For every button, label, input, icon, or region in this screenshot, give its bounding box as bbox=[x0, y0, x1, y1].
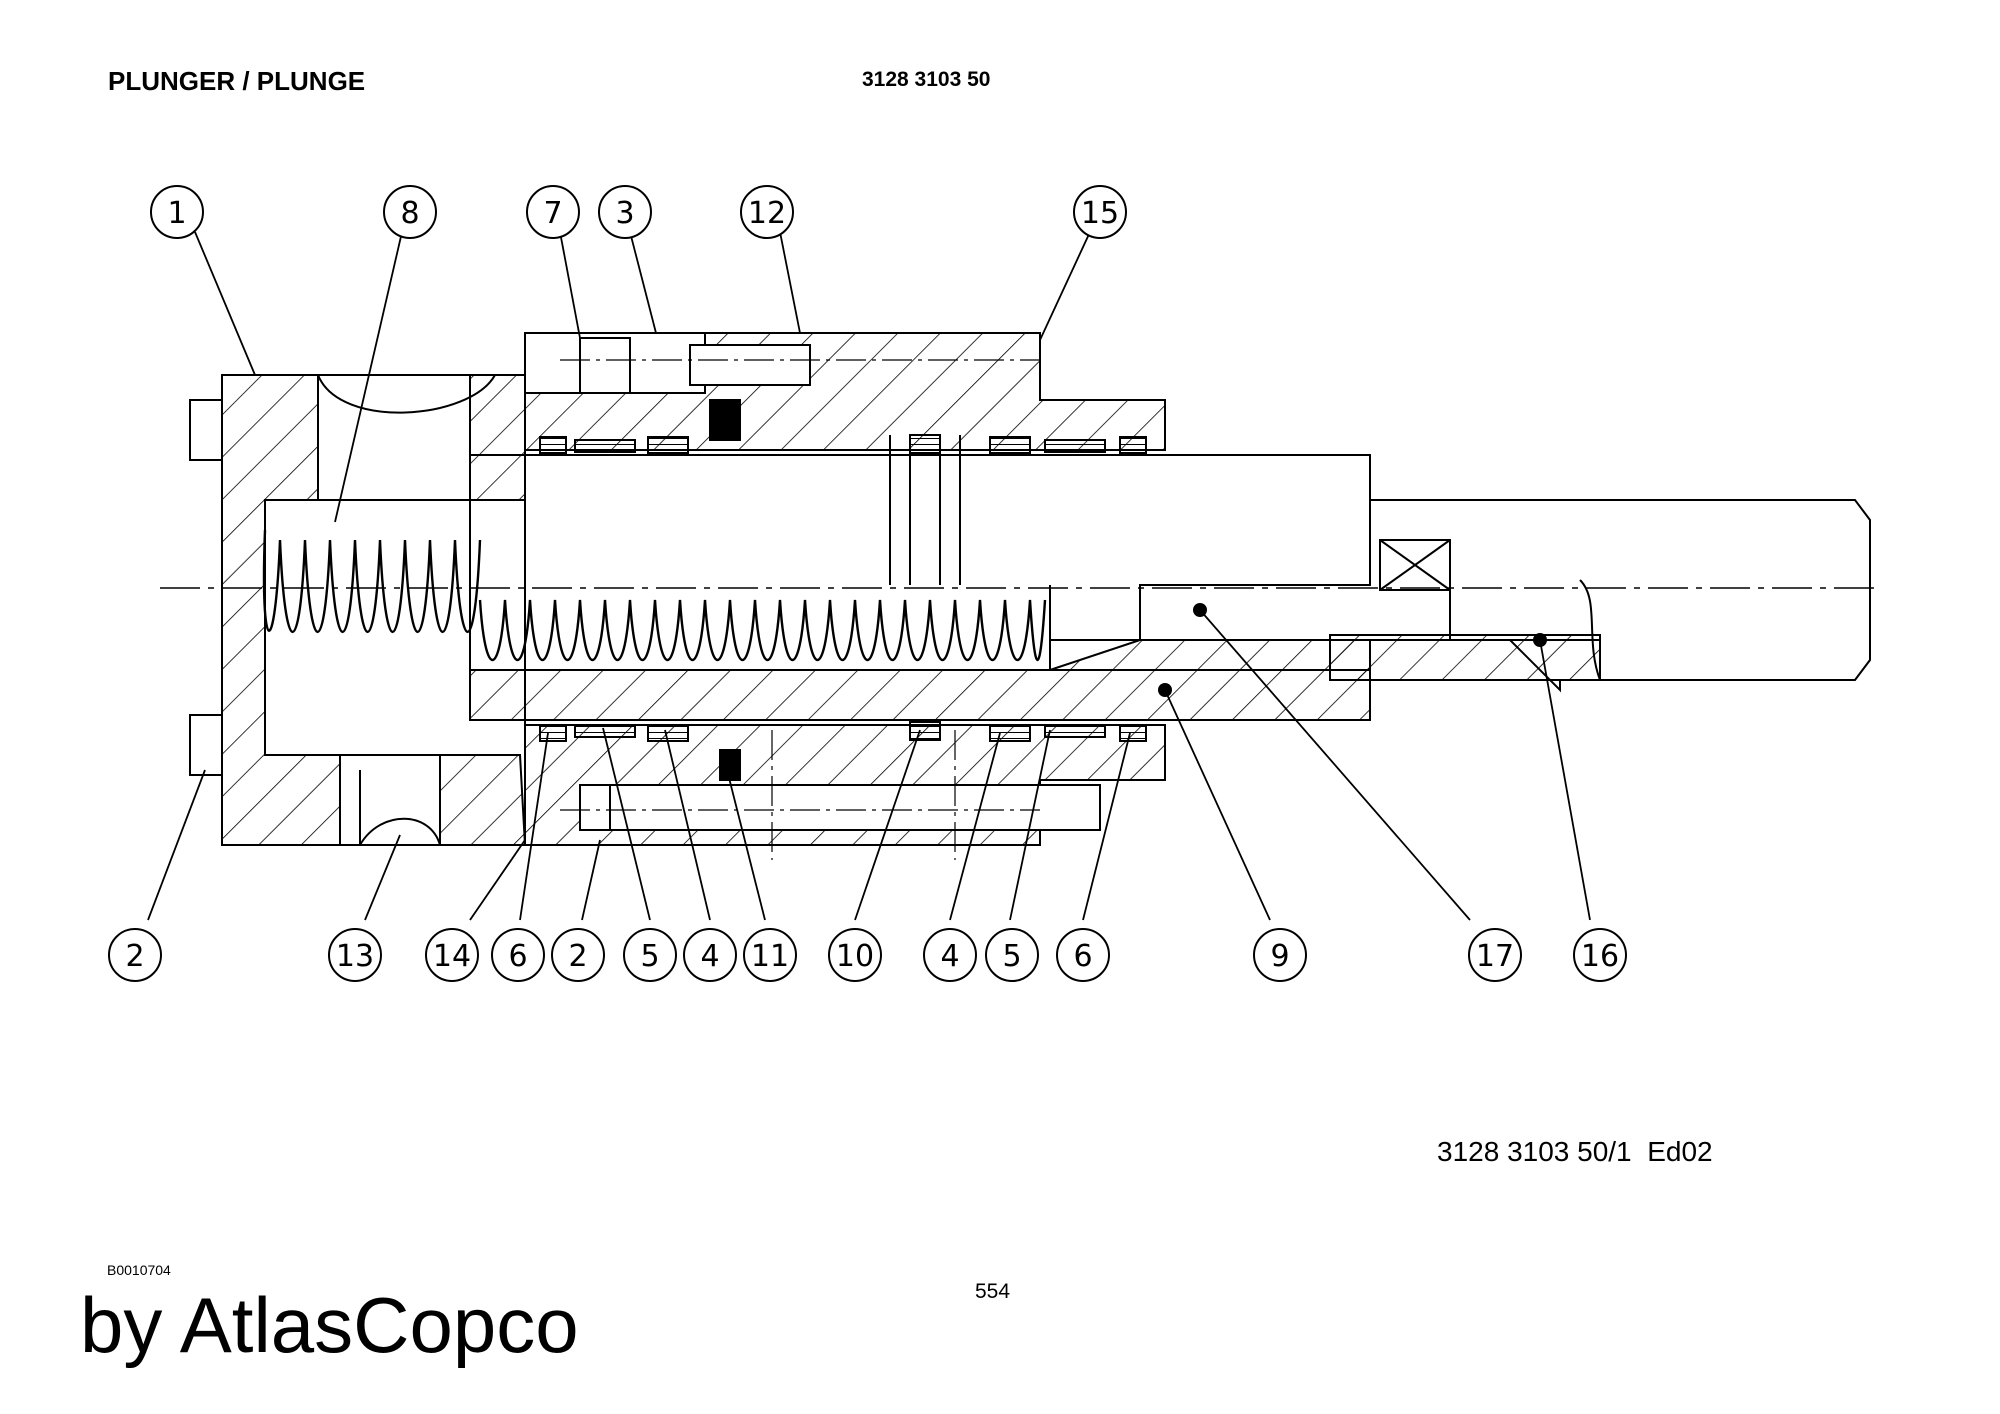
svg-text:4: 4 bbox=[940, 939, 959, 974]
callout-2-left: 2 bbox=[108, 928, 162, 982]
spring bbox=[262, 529, 1047, 662]
callout-5-left: 5 bbox=[623, 928, 677, 982]
callout-17: 17 bbox=[1468, 928, 1522, 982]
svg-text:2: 2 bbox=[568, 939, 587, 974]
svg-text:12: 12 bbox=[748, 196, 786, 231]
callout-2-mid: 2 bbox=[551, 928, 605, 982]
svg-text:6: 6 bbox=[508, 939, 527, 974]
svg-text:11: 11 bbox=[751, 939, 789, 974]
image-id: B0010704 bbox=[107, 1262, 171, 1278]
callout-15: 15 bbox=[1073, 185, 1127, 239]
svg-text:16: 16 bbox=[1581, 939, 1619, 974]
part-number: 3128 3103 50 bbox=[862, 68, 991, 91]
page-number: 554 bbox=[975, 1280, 1011, 1303]
svg-text:14: 14 bbox=[433, 939, 471, 974]
svg-text:17: 17 bbox=[1476, 939, 1514, 974]
svg-text:15: 15 bbox=[1081, 196, 1119, 231]
page-title: PLUNGER / PLUNGE bbox=[108, 66, 366, 96]
svg-text:7: 7 bbox=[543, 196, 562, 231]
svg-text:5: 5 bbox=[1002, 939, 1021, 974]
svg-text:4: 4 bbox=[700, 939, 719, 974]
svg-text:1: 1 bbox=[167, 196, 186, 231]
svg-text:9: 9 bbox=[1270, 939, 1289, 974]
callout-8: 8 bbox=[383, 185, 437, 239]
callout-14: 14 bbox=[425, 928, 479, 982]
callout-16: 16 bbox=[1573, 928, 1627, 982]
callout-4-left: 4 bbox=[683, 928, 737, 982]
shaft bbox=[1370, 499, 1871, 681]
svg-text:13: 13 bbox=[336, 939, 374, 974]
svg-text:2: 2 bbox=[125, 939, 144, 974]
callout-4-right: 4 bbox=[923, 928, 977, 982]
drawing-reference: 3128 3103 50/1 Ed02 bbox=[1437, 1136, 1713, 1167]
svg-text:8: 8 bbox=[400, 196, 419, 231]
callout-6-right: 6 bbox=[1056, 928, 1110, 982]
brand-footer: by AtlasCopco bbox=[80, 1281, 579, 1369]
svg-text:10: 10 bbox=[836, 939, 874, 974]
callout-13: 13 bbox=[328, 928, 382, 982]
callout-11: 11 bbox=[743, 928, 797, 982]
callout-7: 7 bbox=[526, 185, 580, 239]
svg-text:3: 3 bbox=[615, 196, 634, 231]
callout-12: 12 bbox=[740, 185, 794, 239]
callout-10: 10 bbox=[828, 928, 882, 982]
svg-text:5: 5 bbox=[640, 939, 659, 974]
callout-5-right: 5 bbox=[985, 928, 1039, 982]
callout-3: 3 bbox=[598, 185, 652, 239]
callout-9: 9 bbox=[1253, 928, 1307, 982]
callout-1: 1 bbox=[150, 185, 204, 239]
svg-text:6: 6 bbox=[1073, 939, 1092, 974]
callout-6-left: 6 bbox=[491, 928, 545, 982]
